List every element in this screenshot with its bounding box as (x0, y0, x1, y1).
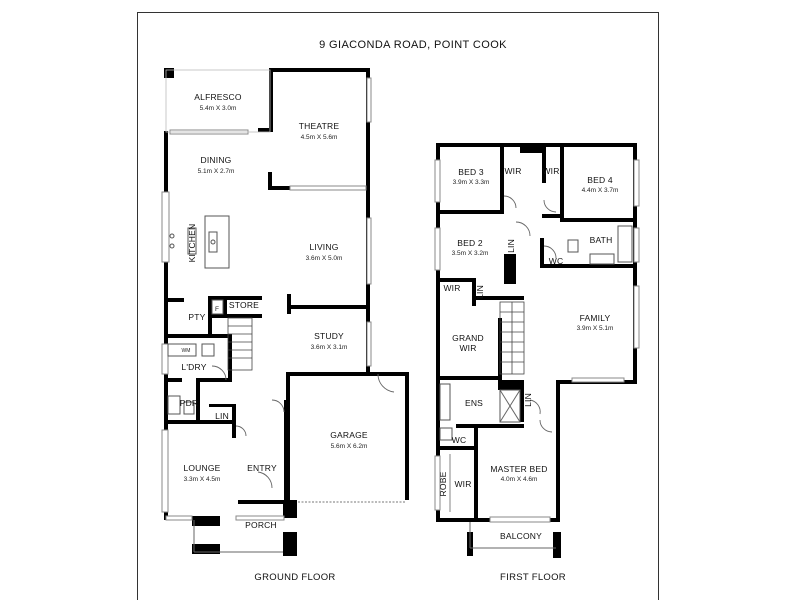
room-lounge-dim: 3.3m X 4.5m (184, 476, 221, 483)
room-family-label: FAMILY (580, 313, 611, 323)
ground-floor-label: GROUND FLOOR (254, 572, 335, 583)
room-linen-ground-label: LIN (215, 411, 229, 421)
room-master-bed-label: MASTER BED (490, 464, 547, 474)
room-living-dim: 3.6m X 5.0m (306, 255, 343, 262)
room-wir4-label: WIR (454, 479, 471, 489)
room-linen2-label: LIN (475, 285, 485, 299)
room-lounge-label: LOUNGE (183, 463, 220, 473)
fridge-label: F (215, 306, 219, 313)
ground-floor-plan (161, 68, 409, 556)
plan-title: 9 GIACONDA ROAD, POINT COOK (319, 39, 507, 51)
room-study-dim: 3.6m X 3.1m (311, 344, 348, 351)
room-bed3-label: BED 3 (458, 167, 484, 177)
room-robe-label: ROBE (438, 471, 448, 496)
room-garage-dim: 5.6m X 6.2m (331, 443, 368, 450)
room-ensuite-label: ENS (465, 398, 483, 408)
room-wir1-label: WIR (504, 166, 521, 176)
washing-machine-label: WM (182, 348, 191, 354)
room-bed2-dim: 3.5m X 3.2m (452, 250, 489, 257)
room-linen1-label: LIN (506, 239, 516, 253)
room-bed3-dim: 3.9m X 3.3m (453, 179, 490, 186)
page-frame (137, 12, 659, 600)
room-laundry-label: L'DRY (181, 362, 206, 372)
room-master-bed-dim: 4.0m X 4.6m (501, 476, 538, 483)
room-theatre-label: THEATRE (299, 121, 340, 131)
room-linen3-label: LIN (523, 393, 533, 407)
room-bed4-label: BED 4 (587, 175, 613, 185)
room-bed4-dim: 4.4m X 3.7m (582, 187, 619, 194)
room-alfresco-label: ALFRESCO (194, 92, 242, 102)
room-study-label: STUDY (314, 331, 344, 341)
room-living-label: LIVING (309, 242, 338, 252)
room-balcony-label: BALCONY (500, 531, 542, 541)
room-bath-label: BATH (590, 235, 613, 245)
room-porch-label: PORCH (245, 520, 277, 530)
room-wir2-label: WIR (542, 166, 559, 176)
room-dining-dim: 5.1m X 2.7m (198, 168, 235, 175)
room-kitchen-label: KITCHEN (187, 224, 197, 263)
room-wc2-label: WC (452, 435, 467, 445)
room-grandwir-label: GRAND (452, 333, 484, 343)
room-wir3-label: WIR (443, 283, 460, 293)
room-grandwir-label2: WIR (459, 343, 476, 353)
room-bed2-label: BED 2 (457, 238, 483, 248)
room-family-dim: 3.9m X 5.1m (577, 325, 614, 332)
room-theatre-dim: 4.5m X 5.6m (301, 134, 338, 141)
room-pty-label: PTY (188, 312, 205, 322)
first-floor-label: FIRST FLOOR (500, 572, 566, 583)
room-powder-label: PDR (180, 398, 199, 408)
first-floor-plan (434, 143, 640, 558)
room-store-label: STORE (229, 300, 259, 310)
room-dining-label: DINING (201, 155, 232, 165)
room-wc1-label: WC (549, 256, 564, 266)
room-alfresco-dim: 5.4m X 3.0m (200, 105, 237, 112)
room-entry-label: ENTRY (247, 463, 277, 473)
room-garage-label: GARAGE (330, 430, 368, 440)
